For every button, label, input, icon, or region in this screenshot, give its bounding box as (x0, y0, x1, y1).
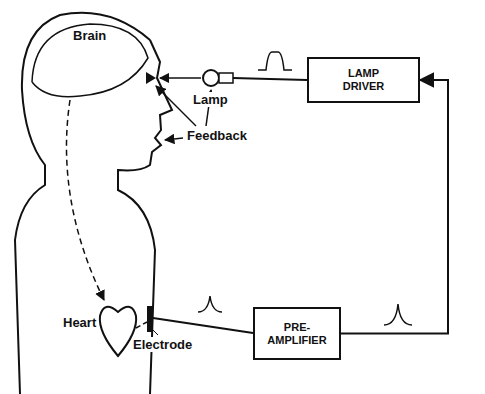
part-label: Feedback (186, 128, 248, 143)
feedback-arrow (156, 86, 196, 126)
signal-connector (341, 80, 448, 334)
eye (146, 72, 156, 84)
electrode (147, 306, 153, 332)
lamp-wire (233, 78, 307, 80)
box-label: LAMP DRIVER (333, 67, 395, 92)
heart-signal (136, 322, 147, 328)
lamp-pulse (258, 52, 292, 70)
lamp-base (219, 73, 233, 83)
heart-shape (100, 307, 136, 356)
part-label: Lamp (192, 92, 229, 107)
process-box: PRE- AMPLIFIER (253, 307, 341, 360)
ecg-pulse (198, 296, 222, 312)
part-label: Heart (62, 315, 97, 330)
brain-outline (32, 24, 148, 97)
lamp-bulb (203, 70, 219, 86)
nerve-path (66, 100, 104, 300)
electrode-wire (153, 318, 253, 333)
electrode-leader (153, 330, 158, 335)
box-label: PRE- AMPLIFIER (260, 321, 334, 346)
process-box: LAMP DRIVER (307, 57, 420, 103)
ecg-pulse (384, 304, 412, 325)
light-ray (160, 77, 201, 79)
feedback-arrow (165, 138, 183, 140)
part-label: Brain (72, 28, 107, 43)
part-label: Electrode (132, 337, 193, 352)
